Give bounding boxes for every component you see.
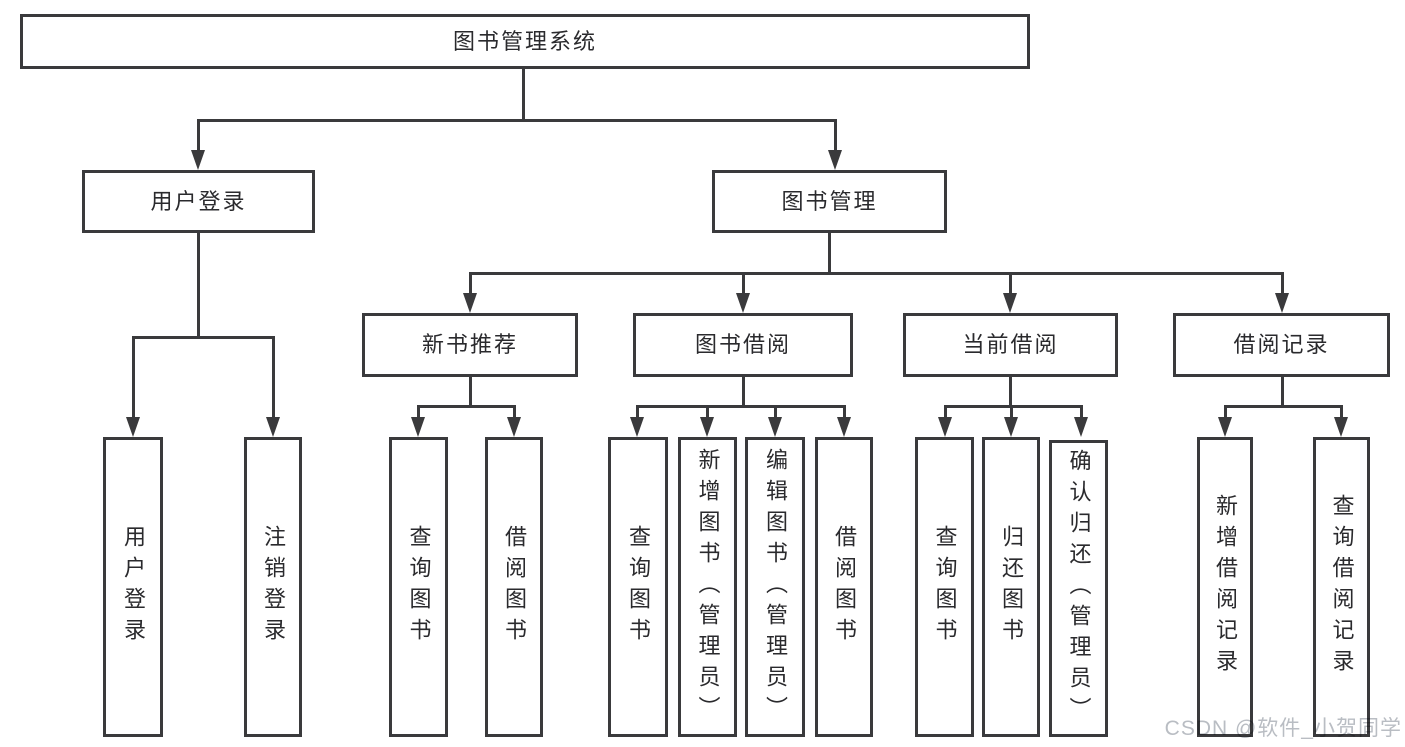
connector-line	[1224, 405, 1343, 408]
node-label: 图书管理	[781, 188, 878, 214]
node-label: 归还图书	[999, 525, 1024, 649]
node-label: 用户登录	[121, 525, 146, 649]
connector-line	[197, 233, 200, 337]
node-label: 查询图书	[626, 525, 651, 649]
node-label: 查询图书	[932, 525, 958, 649]
connector-line	[1009, 272, 1012, 294]
leaf-user-login: 用户登录	[103, 437, 163, 737]
arrow-down-icon	[1275, 293, 1289, 313]
arrow-down-icon	[1074, 417, 1088, 437]
connector-line	[132, 336, 135, 418]
node-label: 确认归还（管理员）	[1066, 449, 1092, 728]
connector-line	[417, 405, 420, 418]
arrow-down-icon	[411, 417, 425, 437]
connector-line	[522, 69, 525, 119]
connector-line	[636, 405, 846, 408]
connector-line	[197, 119, 837, 122]
node-book-borrowing: 图书借阅	[633, 313, 853, 377]
watermark-text: CSDN @软件_小贺同学	[1164, 717, 1402, 740]
node-label: 查询图书	[406, 525, 432, 649]
node-label: 图书管理系统	[452, 28, 597, 54]
connector-line	[944, 405, 1083, 408]
leaf-edit-book-admin: 编辑图书（管理员）	[745, 437, 805, 737]
node-user-login: 用户登录	[82, 170, 315, 233]
node-label: 当前借阅	[962, 332, 1059, 357]
leaf-query-books: 查询图书	[608, 437, 668, 737]
connector-line	[636, 405, 639, 418]
node-label: 用户登录	[150, 188, 247, 214]
connector-line	[1010, 405, 1013, 418]
leaf-logout: 注销登录	[244, 437, 302, 737]
connector-line	[843, 405, 846, 418]
connector-line	[1009, 377, 1012, 406]
node-borrowing-records: 借阅记录	[1173, 313, 1390, 377]
arrow-down-icon	[266, 417, 280, 437]
connector-line	[774, 405, 777, 418]
connector-line	[828, 233, 831, 275]
connector-line	[742, 377, 745, 406]
arrow-down-icon	[1334, 417, 1348, 437]
node-label: 图书借阅	[694, 332, 791, 357]
leaf-add-book-admin: 新增图书（管理员）	[678, 437, 737, 737]
leaf-add-borrow-record: 新增借阅记录	[1197, 437, 1253, 737]
leaf-query-books: 查询图书	[915, 437, 974, 737]
node-library-management-system: 图书管理系统	[20, 14, 1030, 69]
node-label: 新增借阅记录	[1213, 494, 1238, 680]
connector-line	[834, 119, 837, 151]
connector-line	[132, 336, 275, 339]
arrow-down-icon	[126, 417, 140, 437]
connector-line	[469, 272, 472, 294]
leaf-return-books: 归还图书	[982, 437, 1040, 737]
connector-line	[706, 405, 709, 418]
node-label: 借阅图书	[502, 525, 527, 649]
connector-line	[469, 272, 1284, 275]
connector-line	[1281, 377, 1284, 406]
node-label: 编辑图书（管理员）	[763, 447, 788, 727]
node-label: 借阅记录	[1233, 332, 1330, 357]
arrow-down-icon	[828, 150, 842, 170]
connector-line	[944, 405, 947, 418]
connector-line	[197, 119, 200, 151]
arrow-down-icon	[1004, 417, 1018, 437]
connector-line	[1340, 405, 1343, 418]
arrow-down-icon	[463, 293, 477, 313]
connector-line	[742, 272, 745, 294]
leaf-confirm-return-admin: 确认归还（管理员）	[1049, 440, 1108, 737]
arrow-down-icon	[191, 150, 205, 170]
leaf-borrow-books: 借阅图书	[485, 437, 543, 737]
node-book-management: 图书管理	[712, 170, 947, 233]
connector-line	[417, 405, 516, 408]
connector-line	[469, 377, 472, 406]
connector-line	[513, 405, 516, 418]
arrow-down-icon	[507, 417, 521, 437]
node-label: 借阅图书	[832, 525, 857, 649]
arrow-down-icon	[630, 417, 644, 437]
node-current-borrowing: 当前借阅	[903, 313, 1118, 377]
connector-line	[1281, 272, 1284, 294]
arrow-down-icon	[938, 417, 952, 437]
arrow-down-icon	[837, 417, 851, 437]
leaf-query-borrow-record: 查询借阅记录	[1313, 437, 1370, 737]
connector-line	[272, 336, 275, 418]
arrow-down-icon	[736, 293, 750, 313]
node-label: 查询借阅记录	[1329, 494, 1355, 680]
node-label: 新增图书（管理员）	[695, 447, 721, 727]
arrow-down-icon	[1218, 417, 1232, 437]
arrow-down-icon	[700, 417, 714, 437]
leaf-borrow-books: 借阅图书	[815, 437, 873, 737]
node-label: 注销登录	[261, 525, 286, 649]
leaf-query-books: 查询图书	[389, 437, 448, 737]
arrow-down-icon	[1003, 293, 1017, 313]
connector-line	[1080, 405, 1083, 418]
connector-line	[1224, 405, 1227, 418]
node-new-book-recommendation: 新书推荐	[362, 313, 578, 377]
arrow-down-icon	[768, 417, 782, 437]
node-label: 新书推荐	[421, 332, 518, 357]
